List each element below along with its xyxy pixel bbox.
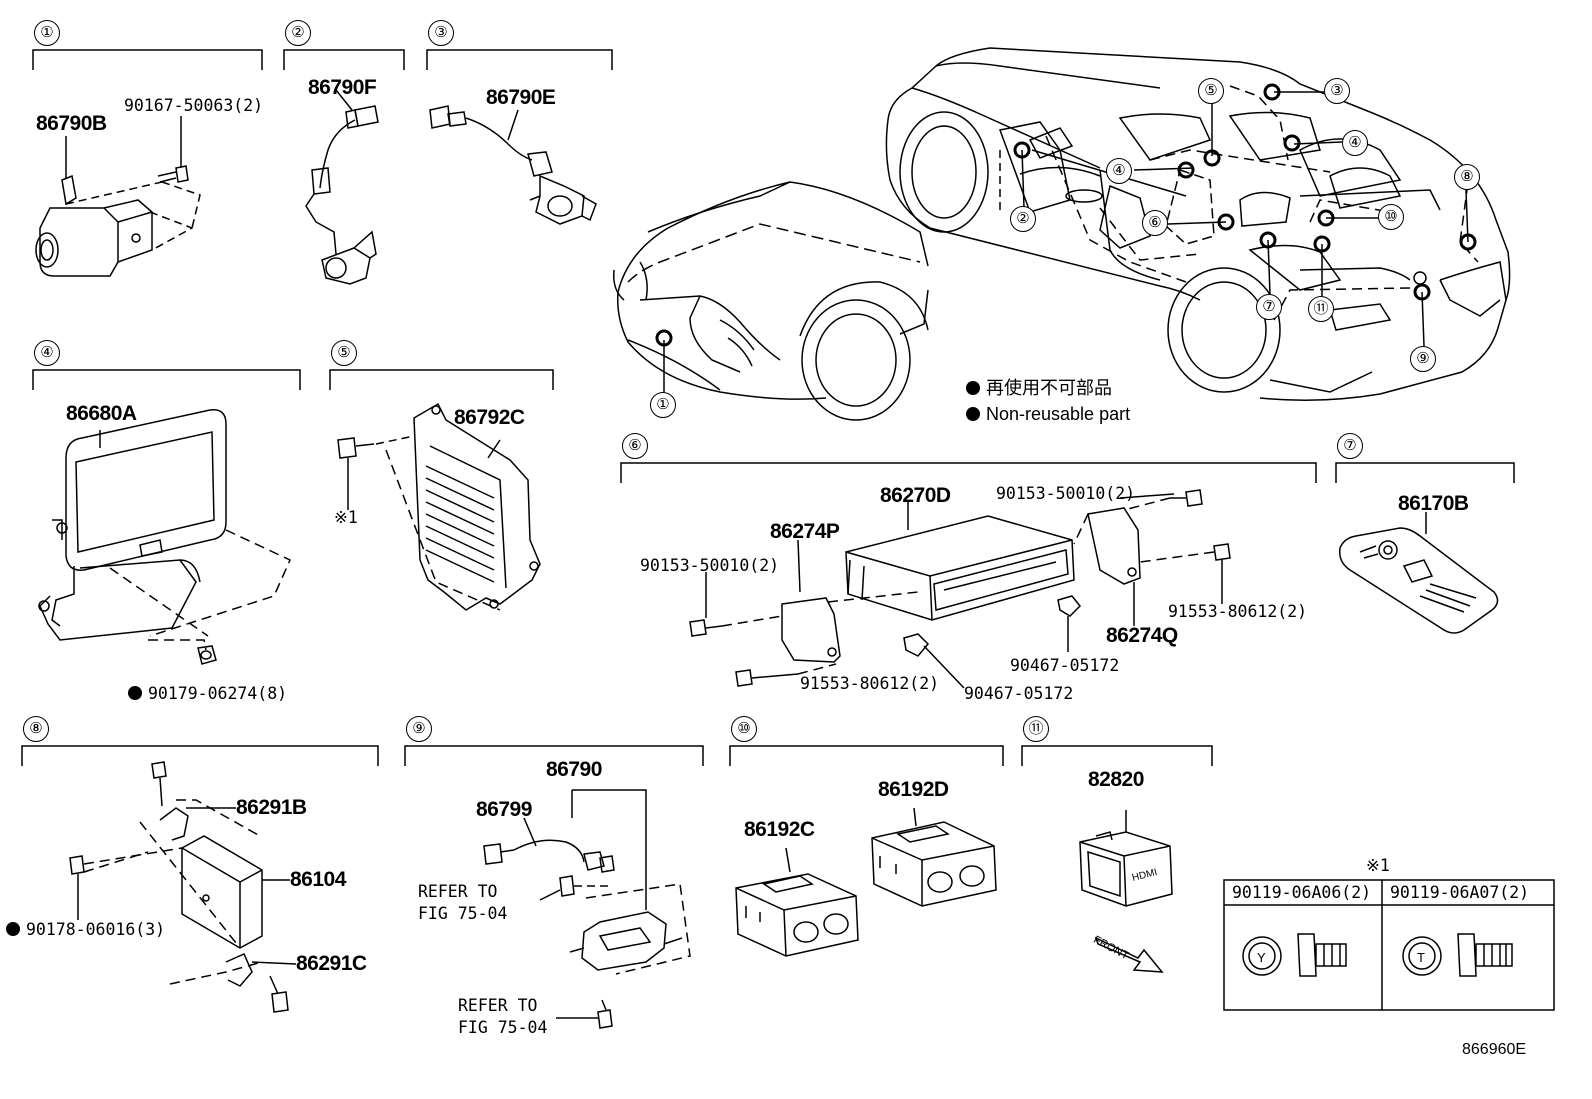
part-label: 90178-06016(3) xyxy=(6,920,165,940)
non-reusable-dot-icon xyxy=(966,381,980,395)
part-label: 86170B xyxy=(1398,492,1469,515)
hdmi-82820-drawing xyxy=(1079,810,1173,973)
part-label: 86270D xyxy=(880,484,951,507)
table-note: ※1 xyxy=(1366,856,1390,875)
part-label: 86790F xyxy=(308,76,377,99)
part-label: 86274Q xyxy=(1106,624,1178,647)
non-reusable-dot-icon xyxy=(966,407,980,421)
switches-86192-drawing xyxy=(735,807,997,957)
display-86680a-drawing xyxy=(38,409,291,665)
part-label: 90153-50010(2) xyxy=(996,484,1136,503)
car-overview-drawing xyxy=(612,47,1511,421)
car-callout-2: ② xyxy=(1010,206,1036,232)
section-number-4: ④ xyxy=(34,340,60,366)
part-label: 90467-05172 xyxy=(964,684,1074,703)
legend-en: Non-reusable part xyxy=(966,404,1130,424)
part-label: 91553-80612(2) xyxy=(1168,602,1308,621)
part-label: 86274P xyxy=(770,520,840,543)
part-label: 90153-50010(2) xyxy=(640,556,780,575)
section-number-11: ⑪ xyxy=(1023,716,1049,742)
car-callout-6: ⑥ xyxy=(1142,210,1168,236)
car-callout-markers xyxy=(655,83,1477,347)
part-label: 86790B xyxy=(36,112,107,135)
car-callout-11: ⑪ xyxy=(1308,296,1334,322)
section-number-8: ⑧ xyxy=(23,716,49,742)
section-number-7: ⑦ xyxy=(1337,433,1363,459)
module-86104-drawing xyxy=(69,761,297,1013)
part-label: 86790E xyxy=(486,86,556,109)
ecu-86792c-drawing xyxy=(337,402,541,611)
part-label: 90467-05172 xyxy=(1010,656,1120,675)
part-label: 86680A xyxy=(66,402,137,425)
car-callout-4a: ④ xyxy=(1106,158,1132,184)
section-number-2: ② xyxy=(285,20,311,46)
remote-86170b-drawing xyxy=(1338,512,1499,634)
section-number-6: ⑥ xyxy=(622,433,648,459)
bolt-mark-t: T xyxy=(1417,950,1425,965)
car-callout-3: ③ xyxy=(1324,78,1350,104)
refer-text: FIG 75-04 xyxy=(418,904,508,923)
table-col2: 90119-06A07(2) xyxy=(1390,883,1530,902)
non-reusable-dot-icon xyxy=(6,922,20,936)
fastener-table xyxy=(1223,879,1555,1011)
camera-86790b-drawing xyxy=(35,116,201,277)
part-label: 90179-06274(8) xyxy=(128,684,287,704)
part-label: 82820 xyxy=(1088,768,1144,791)
note-mark: ※1 xyxy=(334,508,358,527)
section-number-5: ⑤ xyxy=(331,340,357,366)
camera-86790-drawing xyxy=(483,789,691,1029)
non-reusable-dot-icon xyxy=(128,686,142,700)
part-label: 86792C xyxy=(454,406,525,429)
table-col1: 90119-06A06(2) xyxy=(1232,883,1372,902)
car-callout-7: ⑦ xyxy=(1256,294,1282,320)
refer-text: FIG 75-04 xyxy=(458,1018,548,1037)
figure-id: 866960E xyxy=(1462,1041,1527,1058)
part-label: 86291C xyxy=(296,952,367,975)
part-label: 86291B xyxy=(236,796,307,819)
car-callout-10: ⑩ xyxy=(1378,204,1404,230)
refer-text: REFER TO xyxy=(458,996,538,1015)
section-number-10: ⑩ xyxy=(731,716,757,742)
car-callout-5: ⑤ xyxy=(1198,78,1224,104)
part-label: 90167-50063(2) xyxy=(124,96,264,115)
legend-jp: 再使用不可部品 xyxy=(966,378,1112,398)
head-unit-86270d-drawing xyxy=(689,489,1231,689)
car-callout-9: ⑨ xyxy=(1410,346,1436,372)
car-callout-1: ① xyxy=(650,392,676,418)
section-number-1: ① xyxy=(34,20,60,46)
part-label: 91553-80612(2) xyxy=(800,674,940,693)
car-callout-8: ⑧ xyxy=(1454,164,1480,190)
camera-86790f-drawing xyxy=(305,89,379,285)
part-label: 86192D xyxy=(878,778,949,801)
section-number-9: ⑨ xyxy=(406,716,432,742)
car-callout-4b: ④ xyxy=(1342,130,1368,156)
bolt-mark-y: Y xyxy=(1257,950,1266,965)
section-brackets xyxy=(21,49,1515,766)
camera-86790e-drawing xyxy=(429,105,597,225)
part-label: 86799 xyxy=(476,798,532,821)
part-label: 86790 xyxy=(546,758,602,781)
section-number-3: ③ xyxy=(428,20,454,46)
part-label: 86104 xyxy=(290,868,346,891)
refer-text: REFER TO xyxy=(418,882,498,901)
part-label: 86192C xyxy=(744,818,815,841)
